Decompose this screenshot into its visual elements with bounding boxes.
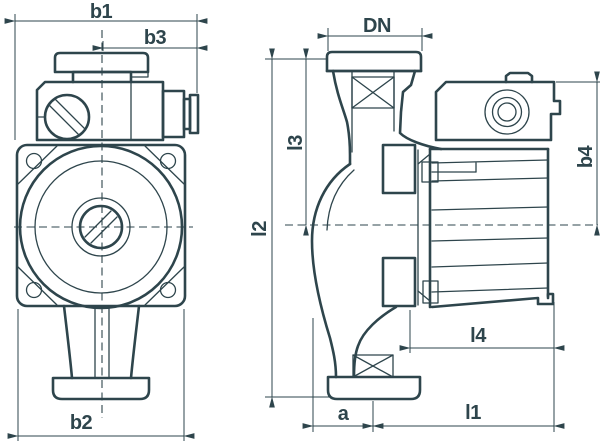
selector-knob (43, 93, 91, 141)
gasket-box (352, 354, 394, 378)
pump-face-outer-circle (18, 144, 184, 310)
chamfer-line (144, 266, 185, 306)
side-top-flange (325, 50, 423, 73)
mounting-hole (159, 281, 177, 299)
dim-l4: l4 (399, 310, 565, 353)
dim-label-l2: l2 (249, 221, 271, 237)
selector-knob-circle (43, 93, 91, 141)
dim-label-b1: b1 (90, 1, 113, 23)
screw-slot-line (90, 216, 118, 244)
centerlines (14, 30, 598, 418)
mount-plate-lines (417, 147, 439, 309)
terminal-box-front (35, 80, 165, 142)
motor-bottom-edge (430, 292, 555, 309)
dim-label-b2: b2 (70, 412, 93, 434)
front-top-flange (53, 51, 150, 74)
volute-left-edge (310, 162, 352, 379)
mounting-hole (25, 281, 43, 299)
mount-ear-bottom (381, 256, 417, 308)
pump-face-inner-circle (34, 160, 168, 294)
dim-b2: b2 (7, 309, 195, 441)
gasket-cross-line (352, 354, 394, 378)
knob-slot-line (54, 98, 86, 130)
mounting-hole (25, 152, 43, 170)
gasket-cross-line (351, 76, 395, 109)
mounting-holes (25, 152, 177, 299)
terminal-box-outline (434, 80, 562, 142)
chamfer-line (17, 266, 58, 306)
motor-fin-line (431, 262, 549, 268)
dim-l1: l1 (362, 302, 565, 432)
gland-body (161, 89, 186, 139)
dim-label-b4: b4 (575, 144, 597, 168)
motor-body (428, 147, 555, 309)
pipe-inner-edge (352, 305, 398, 378)
front-bottom-flange (51, 376, 151, 401)
mount-ear-top (381, 143, 417, 195)
cable-gland-mid-circle (491, 96, 523, 128)
gasket-box (351, 76, 395, 109)
volute-inner-wall (326, 169, 355, 231)
terminal-box-side (434, 71, 562, 142)
chamfer-line (144, 145, 185, 185)
side-view (310, 50, 562, 401)
shaft-screw-circle (78, 204, 124, 250)
cable-gland-inner-circle (497, 102, 517, 122)
mount-chamfer (417, 290, 431, 302)
dim-label-l4: l4 (470, 325, 487, 347)
shaft-screw (71, 197, 131, 257)
plate-corner-chamfers (17, 145, 185, 306)
stem-left-edge (331, 69, 352, 166)
motor-fin-line (431, 159, 549, 164)
shaft-seal-ring (71, 197, 131, 257)
dimensions: b1 b3 DN b2 l2 l3 (4, 1, 600, 441)
stem-right-edge (398, 69, 443, 151)
gland-cap (188, 93, 200, 135)
dim-l3: l3 (285, 48, 309, 236)
dim-label-a: a (338, 403, 350, 425)
dim-l2: l2 (249, 48, 329, 408)
dim-dn: DN (317, 15, 433, 51)
dim-b3: b3 (92, 27, 208, 51)
mount-chamfer (417, 153, 431, 165)
motor-fins (431, 159, 549, 293)
side-bottom-flange (326, 375, 422, 401)
pipe-right-edge (129, 304, 141, 380)
dim-b4: b4 (556, 71, 600, 236)
front-bottom-pipe (62, 304, 141, 380)
screw-slot-line (84, 210, 112, 238)
cable-gland-outer-circle (484, 89, 530, 135)
motor-fin-line (431, 206, 549, 211)
front-flange-step (130, 71, 149, 78)
dim-b1: b1 (4, 1, 208, 140)
chamfer-line (17, 145, 58, 185)
union-gasket-top (351, 76, 395, 109)
dim-label-b3: b3 (144, 27, 167, 49)
knob-slot-line (48, 104, 80, 136)
dim-label-dn: DN (363, 15, 391, 37)
pipe-left-edge (62, 304, 74, 380)
union-gasket-bottom (352, 354, 394, 378)
terminal-box-tab (504, 71, 534, 84)
dim-label-l3: l3 (285, 135, 307, 151)
cable-gland-front (161, 89, 200, 139)
dim-label-l1: l1 (465, 402, 481, 424)
front-view (15, 51, 200, 401)
mounting-hole (159, 152, 177, 170)
motor-fin-line (431, 177, 549, 182)
motor-fin-line (431, 287, 549, 293)
motor-fin-line (431, 237, 549, 242)
